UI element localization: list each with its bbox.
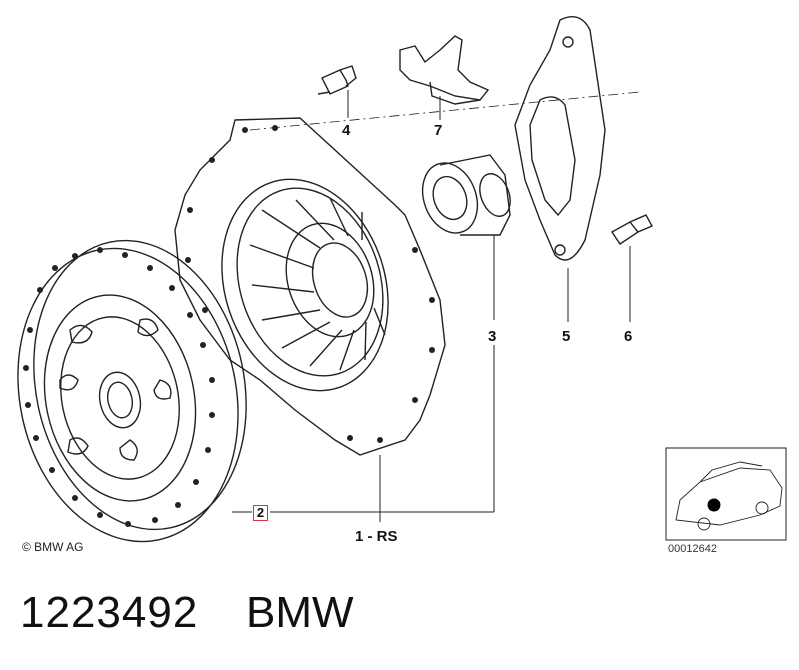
release-bearing-drawing bbox=[421, 154, 511, 236]
guide-plate-drawing bbox=[514, 16, 606, 261]
vehicle-location-inset bbox=[665, 447, 787, 541]
callout-6: 6 bbox=[624, 328, 633, 345]
pressure-plate-drawing bbox=[174, 117, 446, 456]
callout-2-highlighted[interactable]: 2 bbox=[253, 505, 268, 521]
exploded-parts-diagram bbox=[17, 16, 787, 543]
part-number: 1223492 bbox=[20, 588, 199, 637]
callout-7: 7 bbox=[434, 122, 443, 139]
clutch-disc-drawing bbox=[17, 239, 247, 543]
brand-name: BMW bbox=[246, 588, 354, 637]
copyright-notice: © BMW AG bbox=[22, 540, 84, 554]
callout-4: 4 bbox=[342, 122, 351, 139]
callout-1-rs: 1 - RS bbox=[355, 528, 398, 545]
pin-drawing bbox=[610, 214, 653, 245]
callout-5: 5 bbox=[562, 328, 571, 345]
inset-code: 00012642 bbox=[668, 543, 717, 555]
bolt-drawing bbox=[317, 65, 357, 95]
clip-spring-drawing bbox=[399, 35, 490, 105]
callout-3: 3 bbox=[488, 328, 497, 345]
